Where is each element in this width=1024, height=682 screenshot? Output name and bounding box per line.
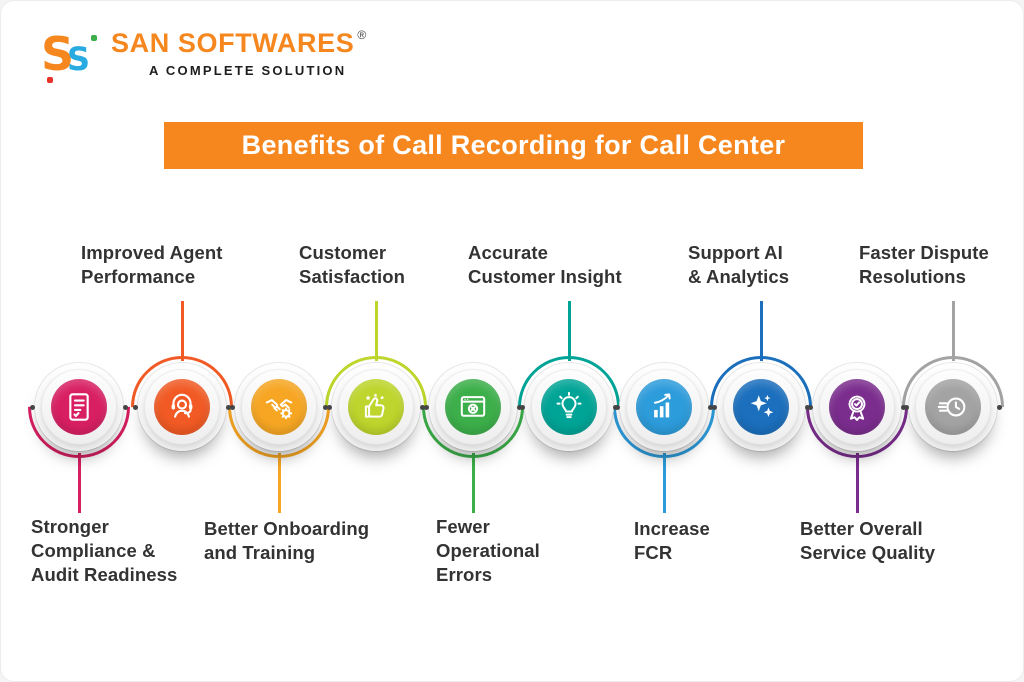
benefit-node (688, 301, 834, 480)
benefit-node (591, 334, 737, 513)
icon-circle (636, 379, 692, 435)
connector-dot (712, 404, 717, 410)
logo-accent-red (47, 77, 53, 83)
connector-dot (226, 404, 231, 410)
connector-dot (424, 404, 429, 410)
connector-line (759, 301, 763, 361)
benefit-label: Better Overall Service Quality (800, 518, 936, 564)
connector-line (855, 453, 859, 513)
connector-dot (323, 404, 328, 410)
connector-dot (517, 404, 522, 410)
benefit-label: Accurate Customer Insight (468, 241, 622, 287)
lightbulb-icon (553, 391, 585, 423)
benefit-node (206, 334, 352, 513)
icon-badge (717, 363, 805, 451)
icon-circle (348, 379, 404, 435)
benefit-label: Faster Dispute Resolutions (859, 241, 989, 287)
registered-mark: ® (357, 28, 367, 42)
icon-circle (251, 379, 307, 435)
connector-dot (805, 404, 810, 410)
icon-badge (620, 363, 708, 451)
benefit-label: Better Onboarding and Training (204, 518, 370, 564)
icon-badge (909, 363, 997, 451)
icon-badge (138, 363, 226, 451)
benefit-node (303, 301, 449, 480)
connector-dot (520, 404, 525, 410)
title-banner: Benefits of Call Recording for Call Cent… (164, 122, 863, 169)
san-softwares-logo-icon: S S (41, 29, 101, 89)
agent-headset-icon (166, 391, 198, 423)
connector-line (567, 301, 571, 361)
san-softwares-logo: S S SAN SOFTWARES ® A COMPLETE SOLUTION (41, 28, 367, 89)
quality-badge-icon (841, 391, 873, 423)
growth-chart-icon (648, 391, 680, 423)
connector-line (277, 453, 281, 513)
connector-dot (30, 404, 35, 410)
icon-badge (332, 363, 420, 451)
compliance-document-icon (63, 391, 95, 423)
icon-badge (525, 363, 613, 451)
connector-dot (327, 404, 332, 410)
onboarding-handshake-icon (263, 391, 295, 423)
benefit-label: Support AI & Analytics (688, 241, 790, 287)
benefit-label: Stronger Compliance & Audit Readiness (31, 516, 178, 586)
connector-dot (615, 404, 620, 410)
connector-dot (904, 404, 909, 410)
icon-circle (829, 379, 885, 435)
benefit-label: Improved Agent Performance (81, 241, 223, 287)
connector-line (471, 453, 475, 513)
connector-line (951, 301, 955, 361)
connector-dot (133, 404, 138, 410)
connector-dot (997, 404, 1002, 410)
connector-dot (123, 404, 128, 410)
icon-badge (235, 363, 323, 451)
thumbs-up-stars-icon (360, 391, 392, 423)
icon-circle (51, 379, 107, 435)
benefit-node (784, 334, 930, 513)
connector-dot (808, 404, 813, 410)
connector-dot (420, 404, 425, 410)
error-window-icon (457, 391, 489, 423)
benefit-node (109, 301, 255, 480)
connector-line (180, 301, 184, 361)
connector-line (374, 301, 378, 361)
connector-dot (708, 404, 713, 410)
benefit-label: Fewer Operational Errors (436, 516, 540, 586)
icon-circle (733, 379, 789, 435)
brand-tagline: A COMPLETE SOLUTION (149, 62, 347, 78)
connector-dot (901, 404, 906, 410)
icon-circle (154, 379, 210, 435)
benefit-node (496, 301, 642, 480)
benefit-node (6, 334, 152, 513)
icon-circle (445, 379, 501, 435)
benefit-node (400, 334, 546, 513)
logo-text: SAN SOFTWARES ® A COMPLETE SOLUTION (111, 28, 367, 78)
fast-clock-icon (937, 391, 969, 423)
page-title: Benefits of Call Recording for Call Cent… (241, 130, 786, 160)
benefit-label: Customer Satisfaction (299, 241, 406, 287)
benefit-label: Increase FCR (634, 518, 710, 564)
icon-badge (429, 363, 517, 451)
icon-badge (813, 363, 901, 451)
connector-line (77, 453, 81, 513)
connector-line (662, 453, 666, 513)
icon-circle (541, 379, 597, 435)
connector-dot (230, 404, 235, 410)
icon-badge (35, 363, 123, 451)
ai-sparkles-icon (745, 391, 777, 423)
logo-accent-green (91, 35, 97, 41)
icon-circle (925, 379, 981, 435)
brand-name: SAN SOFTWARES (111, 28, 355, 58)
benefit-node (880, 301, 1023, 480)
